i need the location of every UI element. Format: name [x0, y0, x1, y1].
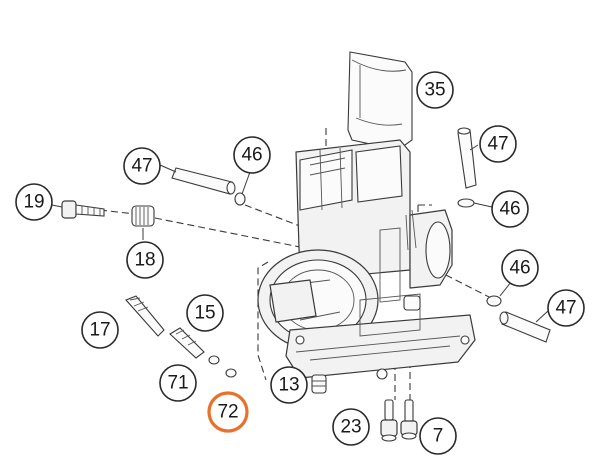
part-pin-47-lower-right	[499, 311, 551, 343]
part-slide-35	[347, 51, 413, 151]
callout-7: 7	[419, 417, 457, 455]
callout-label: 46	[499, 199, 520, 220]
callout-47-top-right: 47	[479, 125, 517, 163]
callout-47-lower-right: 47	[547, 289, 585, 327]
callout-label: 71	[167, 373, 188, 394]
callout-label: 18	[134, 250, 155, 271]
callout-15: 15	[186, 294, 224, 332]
callout-23: 23	[332, 408, 370, 446]
part-spring-15	[169, 327, 205, 359]
part-pin-47-upper-left	[171, 167, 236, 195]
part-oring-46-upper	[234, 192, 246, 206]
part-screw-17	[125, 295, 165, 337]
callout-label: 47	[487, 134, 508, 155]
callout-46-right-lower: 46	[501, 249, 539, 287]
callout-17: 17	[81, 311, 119, 349]
part-oring-46-right	[457, 198, 475, 208]
part-jet-23	[380, 399, 398, 442]
part-jet-13	[311, 374, 327, 394]
callout-label: 19	[23, 192, 44, 213]
callout-label: 47	[131, 156, 152, 177]
callout-46-upper: 46	[233, 136, 271, 174]
callout-18: 18	[126, 241, 164, 279]
part-oring-46-right-lower	[486, 295, 502, 307]
callout-label: 35	[424, 80, 445, 101]
callout-13: 13	[270, 366, 308, 404]
callout-leaders	[51, 144, 549, 323]
part-jet-7	[400, 399, 418, 440]
callout-35: 35	[416, 71, 454, 109]
part-oring-72	[225, 368, 237, 378]
callout-47-upper-left: 47	[123, 147, 161, 185]
callout-label: 46	[241, 145, 262, 166]
part-pin-47-top-right	[457, 127, 477, 189]
part-screw-19	[61, 200, 105, 219]
callout-label: 46	[509, 258, 530, 279]
part-spring-18	[131, 205, 155, 227]
callout-46-right: 46	[491, 190, 529, 228]
callout-label: 13	[278, 375, 299, 396]
part-washer-71	[208, 355, 220, 365]
callout-71: 71	[159, 364, 197, 402]
callout-label: 17	[89, 320, 110, 341]
callout-label: 7	[433, 426, 444, 447]
carburetor-body	[257, 139, 476, 380]
callout-label: 72	[217, 402, 238, 423]
callout-19: 19	[15, 183, 53, 221]
callout-label: 23	[340, 417, 361, 438]
callout-72-highlighted[interactable]: 72	[207, 391, 249, 433]
callout-label: 15	[194, 303, 215, 324]
callout-label: 47	[555, 298, 576, 319]
